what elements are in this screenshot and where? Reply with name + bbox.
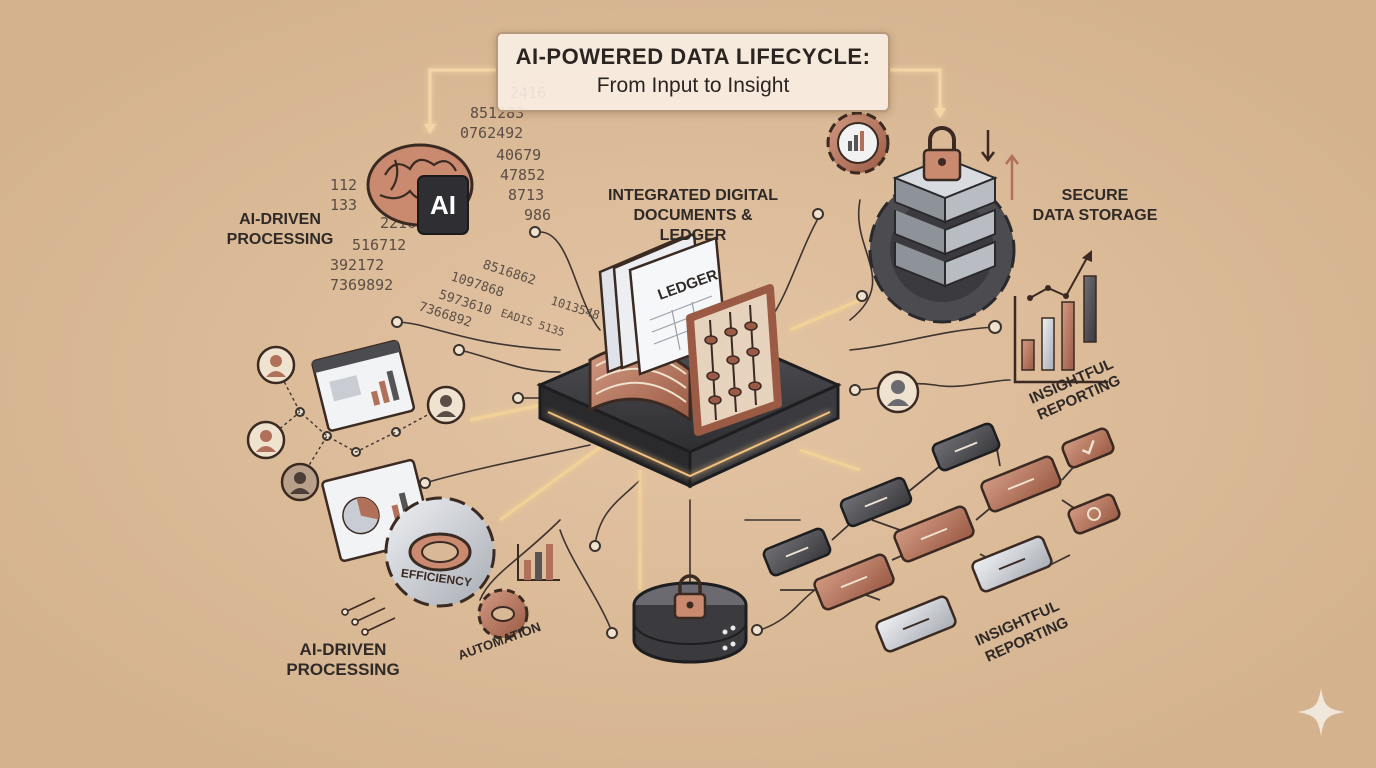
ai-badge-text: AI xyxy=(430,190,456,220)
label-ai-processing-top: AI-DRIVEN PROCESSING xyxy=(220,210,340,250)
process-flow xyxy=(762,422,1121,653)
digit-text: 7369892 xyxy=(330,276,393,294)
process-block xyxy=(875,595,957,653)
process-block xyxy=(839,476,913,528)
user-network xyxy=(246,339,920,502)
user-icon xyxy=(280,462,320,502)
digit-text: 8713 xyxy=(508,186,544,204)
abacus-icon xyxy=(686,284,782,436)
digit-text: 112 xyxy=(330,176,357,194)
label-line: AI-DRIVEN xyxy=(239,211,321,228)
arrow-icon xyxy=(981,130,1019,200)
lock-icon xyxy=(673,574,707,620)
digit-text: 133 xyxy=(330,196,357,214)
bar-chart-icon xyxy=(1013,250,1108,384)
digit-text: 47852 xyxy=(500,166,545,184)
label-line: INTEGRATED DIGITAL xyxy=(607,187,779,204)
digit-text: 392172 xyxy=(330,256,384,274)
lock-icon xyxy=(922,126,962,182)
digit-text: 986 xyxy=(524,206,551,224)
process-block xyxy=(980,455,1062,513)
page-subtitle: From Input to Insight xyxy=(596,74,790,97)
user-icon xyxy=(426,385,466,425)
process-block xyxy=(971,535,1053,593)
connector-lines xyxy=(394,68,1011,633)
digit-text: 516712 xyxy=(352,236,406,254)
central-hub: LEDGER xyxy=(536,232,842,489)
dashboard-window-icon xyxy=(311,339,416,432)
label-line: DOCUMENTS & LEDGER xyxy=(633,207,753,244)
user-icon xyxy=(876,370,920,414)
checkbox-icon xyxy=(1061,427,1115,469)
process-block xyxy=(813,553,895,611)
sparkle-icon xyxy=(1297,688,1345,736)
bar-chart-icon xyxy=(517,544,560,581)
label-ai-processing-bottom: AI-DRIVEN PROCESSING xyxy=(276,640,410,680)
label-line: DATA STORAGE xyxy=(1032,207,1158,224)
user-icon xyxy=(246,420,286,460)
label-line: AI-DRIVEN xyxy=(299,640,387,659)
connector-lines xyxy=(341,597,396,636)
label-integrated-docs: INTEGRATED DIGITAL DOCUMENTS & LEDGER xyxy=(598,186,788,246)
connector-dots xyxy=(295,208,1002,639)
label-line: PROCESSING xyxy=(226,231,334,248)
gear-icon xyxy=(826,111,890,175)
process-block xyxy=(893,505,975,563)
label-line: SECURE xyxy=(1061,187,1129,204)
arrow-heads xyxy=(424,108,946,134)
server-icon xyxy=(868,126,1019,324)
digit-text: 0762492 xyxy=(460,124,523,142)
brain-icon: AI xyxy=(366,143,474,235)
gear-icon: EFFICIENCY xyxy=(384,496,496,608)
process-block xyxy=(931,422,1001,472)
label-line: PROCESSING xyxy=(286,660,400,679)
digit-text: 40679 xyxy=(496,146,541,164)
title-box: AI-POWERED DATA LIFECYCLE: From Input to… xyxy=(496,32,890,112)
page-title: AI-POWERED DATA LIFECYCLE: xyxy=(515,44,871,69)
gear-icon xyxy=(477,588,529,640)
label-secure-storage: SECURE DATA STORAGE xyxy=(1030,186,1160,226)
record-icon xyxy=(1067,493,1121,535)
process-block xyxy=(762,527,832,577)
user-icon xyxy=(256,345,296,385)
server-icon xyxy=(632,574,748,664)
